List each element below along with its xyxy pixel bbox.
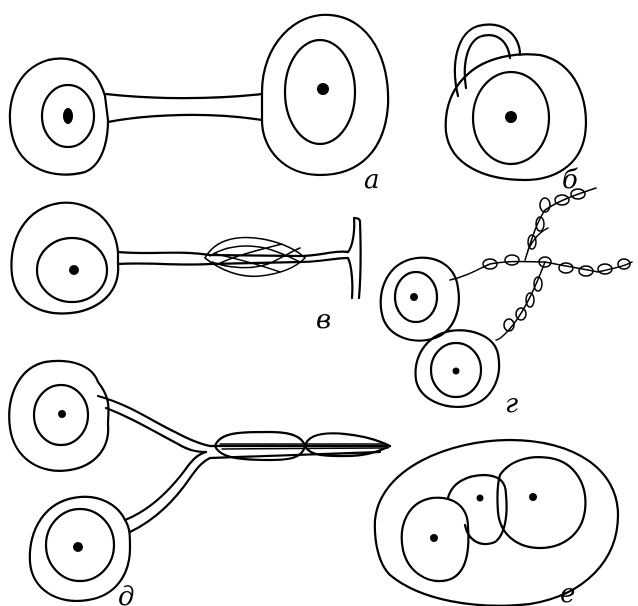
cell-a-left-nucleus — [63, 108, 73, 124]
cell-g-top-nucleus — [410, 293, 418, 301]
cell-a-right-nucleus — [317, 83, 329, 95]
panel-g: г — [381, 188, 632, 419]
label-a: а — [364, 165, 380, 195]
beaded-fiber-g — [528, 228, 548, 250]
label-g: г — [505, 389, 518, 419]
fiber-d — [130, 458, 210, 532]
cell-e-right — [497, 457, 585, 548]
panel-e: е — [375, 440, 618, 606]
bead — [505, 255, 519, 265]
fiber-v-end — [348, 218, 354, 252]
fiber-v — [118, 252, 348, 256]
bead — [559, 263, 573, 273]
label-e: е — [560, 579, 575, 606]
panel-b: б — [446, 25, 586, 195]
cell-b-nucleus — [505, 111, 517, 123]
fiber-d — [98, 396, 210, 446]
cell-e-middle-nucleus — [477, 495, 484, 502]
bridge-a — [106, 94, 262, 98]
label-b: б — [562, 165, 578, 195]
panel-a: а — [10, 15, 388, 195]
panel-v: в — [11, 203, 360, 335]
fiber-d — [106, 408, 206, 452]
fiber-v-end — [348, 258, 352, 298]
fiber-d — [125, 452, 206, 520]
panel-d: д — [9, 361, 390, 606]
cell-d-top-nucleus — [58, 410, 66, 418]
cell-a-right-outer — [262, 15, 388, 175]
fiber-d-strand — [222, 448, 388, 449]
cell-d-bottom-nucleus — [73, 542, 83, 552]
cell-v-nucleus — [69, 265, 79, 275]
cell-e-right-nucleus — [529, 493, 537, 501]
beaded-fiber-g — [496, 262, 545, 340]
bridge-a — [108, 115, 262, 122]
cell-g-bottom-nucleus — [453, 368, 460, 375]
fiber-v — [118, 258, 348, 265]
cell-g-top-outer — [381, 258, 459, 341]
label-v: в — [316, 305, 331, 335]
cell-v-outer — [11, 203, 118, 314]
cell-e-left-nucleus — [430, 534, 438, 542]
spindle-v — [218, 244, 282, 264]
label-d: д — [118, 582, 134, 606]
